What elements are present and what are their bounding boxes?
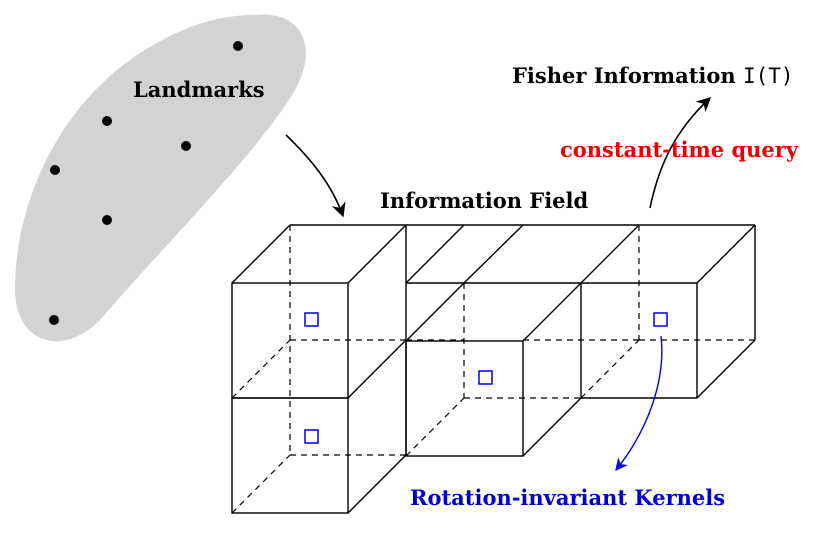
- fisher-label-prefix: Fisher Information: [512, 63, 743, 88]
- cube-edge: [522, 282, 582, 342]
- kernel-square: [478, 370, 493, 385]
- hidden-edge: [405, 397, 465, 457]
- kernel-arrow: [615, 335, 663, 471]
- fisher-label-symbol: I(T): [743, 64, 794, 88]
- cube-edge: [522, 397, 582, 457]
- landmark-region: [15, 14, 306, 342]
- hidden-edges: [231, 225, 755, 514]
- landmark-point: [50, 165, 60, 175]
- landmark-points: [49, 41, 243, 325]
- cube-edge: [347, 224, 407, 284]
- rotation-invariant-kernels-label: Rotation-invariant Kernels: [410, 485, 725, 510]
- hidden-edge: [580, 339, 640, 399]
- constant-time-query-label: constant-time query: [560, 137, 799, 162]
- information-field-grid: [231, 224, 756, 514]
- hidden-edge: [231, 454, 291, 514]
- hidden-edge: [231, 339, 291, 399]
- kernel-square: [304, 312, 319, 327]
- landmark-point: [102, 215, 112, 225]
- cube-edge: [347, 454, 407, 514]
- cube-edge: [405, 282, 465, 342]
- kernel-square: [304, 429, 319, 444]
- landmark-point: [102, 116, 112, 126]
- kernels: [304, 312, 668, 444]
- kernel-square: [653, 312, 668, 327]
- landmark-point: [49, 315, 59, 325]
- information-field-label: Information Field: [380, 188, 589, 213]
- cube-edge: [347, 339, 407, 399]
- fisher-information-label: Fisher Information I(T): [512, 63, 794, 88]
- query-arrow: [649, 97, 712, 209]
- cube-edge: [696, 339, 756, 399]
- landmarks-label: Landmarks: [133, 77, 265, 102]
- cube-edge: [696, 224, 756, 284]
- landmark-point: [233, 41, 243, 51]
- cube-edge: [231, 224, 291, 284]
- cube-edge: [580, 224, 640, 284]
- landmarks-to-field-arrow: [285, 134, 346, 218]
- cube-edge: [405, 224, 465, 284]
- cube-edge: [463, 224, 524, 284]
- landmark-point: [181, 141, 191, 151]
